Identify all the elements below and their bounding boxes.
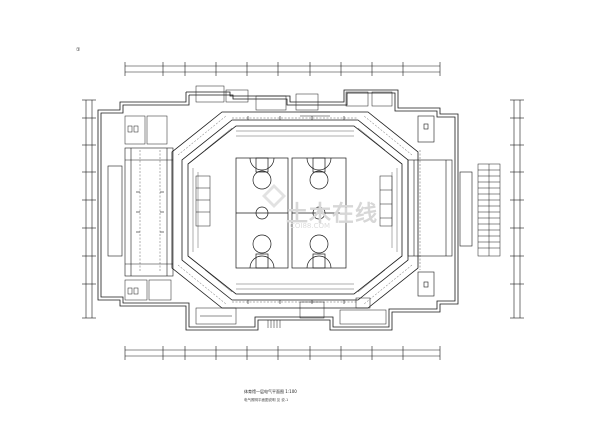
outer-building-outline xyxy=(97,89,459,331)
bottom-dimension-lines xyxy=(124,346,441,360)
left-dimension-lines xyxy=(82,99,96,319)
external-stair xyxy=(477,163,501,257)
drawing-title: 体育馆一层电气平面图 1:100 xyxy=(244,389,297,394)
left-small-rooms xyxy=(124,115,172,301)
left-hall xyxy=(107,147,174,277)
bowl-fixtures xyxy=(195,175,393,227)
fixture-marks xyxy=(136,116,345,304)
top-service-rooms xyxy=(195,85,393,117)
right-hall xyxy=(407,115,473,297)
top-dimension-lines xyxy=(124,62,441,76)
north-mark: ① xyxy=(76,47,81,53)
watermark-text: 土木在线 xyxy=(286,202,379,227)
right-dimension-lines xyxy=(510,99,524,319)
watermark-logo xyxy=(262,184,286,208)
drawing-subtitle: 电气照明平面图说明 见 说-1 xyxy=(244,398,289,402)
entry-steps xyxy=(267,320,281,328)
watermark-subtext: COI88.COM xyxy=(290,222,331,230)
basketball-courts xyxy=(235,157,347,269)
wiring-runs xyxy=(139,115,421,305)
